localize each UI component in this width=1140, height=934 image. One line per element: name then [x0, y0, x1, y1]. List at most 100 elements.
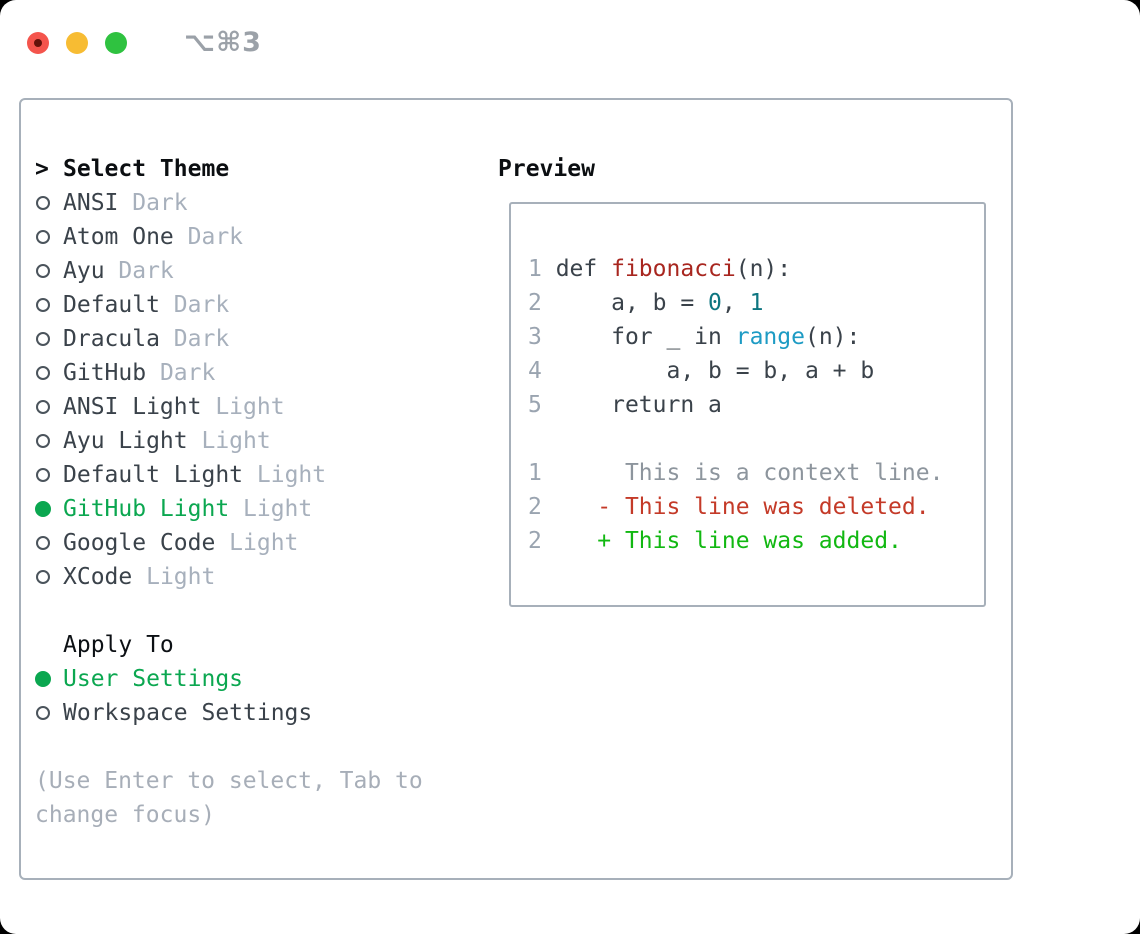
theme-option-label: Default Light	[63, 462, 257, 488]
theme-variant-label: Light	[201, 428, 271, 454]
preview-line-9: 2 + This line was added.	[528, 524, 943, 558]
code-token-code: ,	[721, 290, 750, 316]
theme-option-dracula[interactable]: Dracula Dark	[35, 322, 423, 356]
code-token-context: This is a context line.	[541, 460, 944, 486]
line-number: 2	[528, 494, 542, 520]
radio-unselected-icon	[35, 298, 63, 312]
preview-line-6	[528, 422, 943, 456]
preview-title: Preview	[498, 156, 595, 182]
theme-option-label: Atom One	[63, 224, 188, 250]
radio-selected-icon	[35, 501, 63, 517]
apply-option-user-settings[interactable]: User Settings	[35, 662, 423, 696]
theme-option-xcode[interactable]: XCode Light	[35, 560, 423, 594]
code-token-number: 0	[708, 290, 722, 316]
radio-unselected-icon	[35, 706, 63, 720]
radio-unselected-icon	[35, 230, 63, 244]
theme-variant-label: Dark	[159, 360, 216, 386]
theme-option-label: Ayu	[63, 258, 119, 284]
selection-arrow-icon: >	[35, 156, 49, 182]
preview-line-8: 2 - This line was deleted.	[528, 490, 943, 524]
theme-picker-panel	[19, 98, 1013, 880]
apply-to-header-row: Apply To	[35, 628, 423, 662]
minimize-button-icon[interactable]	[66, 31, 88, 54]
select-theme-title: Select Theme	[63, 156, 230, 182]
apply-to-title: Apply To	[63, 632, 174, 658]
spacer	[35, 730, 423, 764]
select-theme-header-row: > Select Theme	[35, 152, 423, 186]
apply-option-workspace-settings[interactable]: Workspace Settings	[35, 696, 423, 730]
theme-variant-label: Dark	[132, 190, 188, 216]
theme-option-label: ANSI	[63, 190, 133, 216]
radio-unselected-icon	[35, 468, 63, 482]
code-token-added: + This line was added.	[541, 528, 902, 554]
apply-option-label: Workspace Settings	[63, 700, 313, 726]
line-number: 2	[528, 528, 542, 554]
radio-selected-icon	[35, 671, 63, 687]
code-token-function: fibonacci	[611, 256, 736, 282]
theme-option-label: GitHub Light	[63, 496, 244, 522]
theme-option-label: Ayu Light	[63, 428, 202, 454]
line-number: 5	[528, 392, 542, 418]
theme-variant-label: Dark	[118, 258, 174, 284]
line-number: 2	[528, 290, 542, 316]
radio-unselected-icon	[35, 332, 63, 346]
radio-unselected-icon	[35, 196, 63, 210]
preview-line-7: 1 This is a context line.	[528, 456, 943, 490]
code-token-code: return a	[541, 392, 722, 418]
apply-option-label: User Settings	[63, 666, 244, 692]
spacer	[35, 594, 423, 628]
help-text-line-1: (Use Enter to select, Tab to	[35, 768, 423, 794]
theme-option-label: XCode	[63, 564, 147, 590]
code-token-code: (n):	[804, 324, 861, 350]
code-token-code: (n):	[735, 256, 792, 282]
close-button-icon[interactable]	[27, 31, 49, 54]
line-number: 3	[528, 324, 542, 350]
radio-unselected-icon	[35, 570, 63, 584]
theme-option-ansi[interactable]: ANSI Dark	[35, 186, 423, 220]
theme-option-github-light[interactable]: GitHub Light Light	[35, 492, 423, 526]
code-token-builtin: range	[735, 324, 805, 350]
line-number: 1	[528, 256, 542, 282]
theme-variant-label: Light	[215, 394, 285, 420]
preview-line-2: 2 a, b = 0, 1	[528, 286, 943, 320]
code-token-code: a, b = b, a + b	[541, 358, 875, 384]
theme-variant-label: Dark	[173, 326, 230, 352]
theme-option-default-light[interactable]: Default Light Light	[35, 458, 423, 492]
code-token-deleted: - This line was deleted.	[541, 494, 930, 520]
theme-option-label: Google Code	[63, 530, 230, 556]
radio-unselected-icon	[35, 434, 63, 448]
zoom-button-icon[interactable]	[105, 31, 127, 54]
code-token-number: 1	[749, 290, 764, 316]
theme-option-label: ANSI Light	[63, 394, 216, 420]
line-number: 4	[528, 358, 542, 384]
theme-option-ayu[interactable]: Ayu Dark	[35, 254, 423, 288]
theme-option-ayu-light[interactable]: Ayu Light Light	[35, 424, 423, 458]
theme-option-atom-one[interactable]: Atom One Dark	[35, 220, 423, 254]
theme-option-google-code[interactable]: Google Code Light	[35, 526, 423, 560]
code-token-code: for _ in	[541, 324, 736, 350]
theme-variant-label: Dark	[173, 292, 230, 318]
preview-code-box	[509, 202, 986, 607]
line-number: 1	[528, 460, 542, 486]
theme-option-label: Dracula	[63, 326, 174, 352]
preview-line-5: 5 return a	[528, 388, 943, 422]
theme-option-github[interactable]: GitHub Dark	[35, 356, 423, 390]
theme-variant-label: Light	[243, 496, 313, 522]
theme-option-default[interactable]: Default Dark	[35, 288, 423, 322]
theme-variant-label: Light	[229, 530, 299, 556]
radio-unselected-icon	[35, 400, 63, 414]
theme-option-ansi-light[interactable]: ANSI Light Light	[35, 390, 423, 424]
theme-variant-label: Light	[146, 564, 216, 590]
help-text-line-2: change focus)	[35, 802, 216, 828]
radio-unselected-icon	[35, 366, 63, 380]
preview-line-3: 3 for _ in range(n):	[528, 320, 943, 354]
theme-variant-label: Light	[256, 462, 327, 488]
preview-line-1: 1 def fibonacci(n):	[528, 252, 943, 286]
radio-unselected-icon	[35, 264, 63, 278]
theme-option-label: Default	[63, 292, 174, 318]
